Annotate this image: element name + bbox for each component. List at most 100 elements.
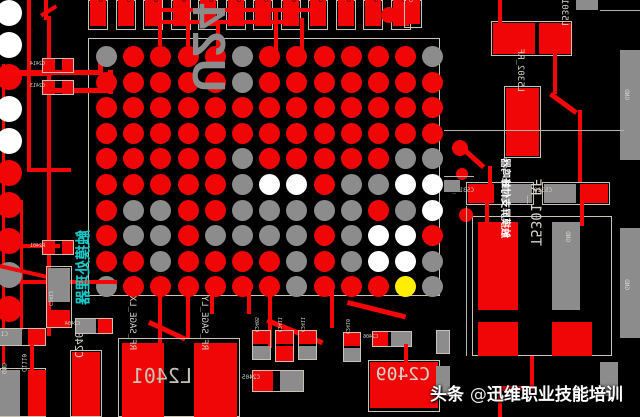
bga-pad-r9-c6[interactable] xyxy=(232,250,253,272)
bga-pad-r8-c9[interactable] xyxy=(313,225,335,247)
bga-pad-r10-c9[interactable] xyxy=(313,276,335,298)
bga-pad-r3-c2[interactable] xyxy=(123,97,145,119)
bga-pad-r6-c7[interactable] xyxy=(259,174,281,195)
right-comp-c5310-outline[interactable] xyxy=(542,182,610,205)
bga-pad-r1-c10[interactable] xyxy=(340,46,362,67)
bga-pad-r5-c1[interactable] xyxy=(96,148,117,170)
bga-pad-r4-c4[interactable] xyxy=(177,122,199,144)
left-comp-2-outline[interactable] xyxy=(42,80,74,95)
bottom-comp-c2410-outline[interactable] xyxy=(343,332,361,362)
bga-pad-r2-c6[interactable] xyxy=(232,71,253,93)
bga-pad-r10-c10[interactable] xyxy=(340,276,362,298)
bga-pad-r8-c7[interactable] xyxy=(259,225,281,247)
bga-pad-r3-c9[interactable] xyxy=(313,97,335,119)
bga-pad-r9-c7[interactable] xyxy=(259,250,281,272)
bga-pad-r5-c3[interactable] xyxy=(150,148,172,170)
bga-pad-r2-c4[interactable] xyxy=(177,71,199,93)
bga-pad-r6-c11[interactable] xyxy=(368,174,389,195)
bga-pad-r8-c6[interactable] xyxy=(232,225,253,247)
bga-pad-r1-c9[interactable] xyxy=(313,46,335,67)
bga-pad-r7-c6[interactable] xyxy=(232,199,253,221)
bga-pad-r9-c11[interactable] xyxy=(368,250,389,272)
bga-pad-r7-c5[interactable] xyxy=(204,199,226,221)
bga-pad-r10-c12[interactable] xyxy=(395,276,417,298)
bga-pad-r1-c13[interactable] xyxy=(422,46,444,67)
bga-pad-r3-c4[interactable] xyxy=(177,97,199,119)
pad-edge-1[interactable] xyxy=(0,0,22,26)
via-right-mid[interactable] xyxy=(452,140,468,156)
bga-pad-r1-c5[interactable] xyxy=(204,46,226,67)
bga-pad-r10-c11[interactable] xyxy=(368,276,389,298)
bga-pad-r7-c7[interactable] xyxy=(259,199,281,221)
pad-edge-7[interactable] xyxy=(0,192,22,218)
bga-pad-r8-c5[interactable] xyxy=(204,225,226,247)
bga-pad-r2-c3[interactable] xyxy=(150,71,172,93)
bga-pad-r9-c2[interactable] xyxy=(123,250,145,272)
bga-pad-r2-c2[interactable] xyxy=(123,71,145,93)
bga-pad-r3-c7[interactable] xyxy=(259,97,281,119)
bga-pad-r1-c1[interactable] xyxy=(96,46,117,67)
bga-pad-r8-c3[interactable] xyxy=(150,225,172,247)
bga-pad-r7-c13[interactable] xyxy=(422,199,444,221)
right-comp-t5301-outline[interactable] xyxy=(472,216,612,356)
bottom-comp-c2405-outline[interactable] xyxy=(275,330,294,362)
bga-pad-r3-c11[interactable] xyxy=(368,97,389,119)
bottom-comp-smd-a-outline[interactable] xyxy=(75,318,113,334)
right-comp-l5302-outline[interactable] xyxy=(504,86,541,158)
bga-pad-r7-c9[interactable] xyxy=(313,199,335,221)
bga-pad-r8-c2[interactable] xyxy=(123,225,145,247)
bga-pad-r3-c12[interactable] xyxy=(395,97,417,119)
bga-pad-r3-c6[interactable] xyxy=(232,97,253,119)
bga-pad-r6-c6[interactable] xyxy=(232,174,253,195)
bga-pad-r3-c1[interactable] xyxy=(96,97,117,119)
pad-edge-6[interactable] xyxy=(0,160,22,186)
bottom-comp-c2404b-outline[interactable] xyxy=(252,370,304,392)
bga-pad-r5-c5[interactable] xyxy=(204,148,226,170)
bga-pad-r9-c5[interactable] xyxy=(204,250,226,272)
pad-edge-2[interactable] xyxy=(0,32,22,58)
bga-pad-r9-c9[interactable] xyxy=(313,250,335,272)
bga-pad-r5-c2[interactable] xyxy=(123,148,145,170)
bga-pad-r9-c1[interactable] xyxy=(96,250,117,272)
left-comp-1-outline[interactable] xyxy=(42,58,74,73)
bga-pad-r4-c5[interactable] xyxy=(204,122,226,144)
bga-pad-r3-c8[interactable] xyxy=(286,97,308,119)
bga-pad-r4-c7[interactable] xyxy=(259,122,281,144)
bga-pad-r8-c1[interactable] xyxy=(96,225,117,247)
bga-pad-r10-c3[interactable] xyxy=(150,276,172,298)
bga-pad-r4-c6[interactable] xyxy=(232,122,253,144)
right-comp-l5301-outline[interactable] xyxy=(491,21,572,56)
bga-pad-r7-c11[interactable] xyxy=(368,199,389,221)
bga-pad-r6-c5[interactable] xyxy=(204,174,226,195)
bga-pad-r7-c4[interactable] xyxy=(177,199,199,221)
bga-pad-r6-c13[interactable] xyxy=(422,174,444,195)
bga-pad-r1-c11[interactable] xyxy=(368,46,389,67)
bga-pad-r9-c13[interactable] xyxy=(422,250,444,272)
left-comp-4-outline[interactable] xyxy=(46,266,72,328)
bga-pad-r8-c12[interactable] xyxy=(395,225,417,247)
pad-edge-3[interactable] xyxy=(0,64,22,90)
bga-pad-r8-c8[interactable] xyxy=(286,225,308,247)
bga-pad-r5-c8[interactable] xyxy=(286,148,308,170)
bga-pad-r4-c13[interactable] xyxy=(422,122,444,144)
bga-pad-r1-c4[interactable] xyxy=(177,46,199,67)
bga-pad-r6-c3[interactable] xyxy=(150,174,172,195)
bga-pad-r5-c13[interactable] xyxy=(422,148,444,170)
bga-pad-r3-c13[interactable] xyxy=(422,97,444,119)
bga-pad-r7-c10[interactable] xyxy=(340,199,362,221)
bga-pad-r8-c10[interactable] xyxy=(340,225,362,247)
bga-pad-r6-c4[interactable] xyxy=(177,174,199,195)
bga-pad-r2-c10[interactable] xyxy=(340,71,362,93)
bga-pad-r10-c4[interactable] xyxy=(177,276,199,298)
bga-pad-r8-c4[interactable] xyxy=(177,225,199,247)
bga-pad-r9-c4[interactable] xyxy=(177,250,199,272)
bga-pad-r9-c8[interactable] xyxy=(286,250,308,272)
bga-pad-r6-c9[interactable] xyxy=(313,174,335,195)
bga-pad-r6-c12[interactable] xyxy=(395,174,417,195)
bga-pad-r2-c11[interactable] xyxy=(368,71,389,93)
pad-edge-10[interactable] xyxy=(0,296,22,322)
bga-pad-r7-c3[interactable] xyxy=(150,199,172,221)
bga-pad-r3-c5[interactable] xyxy=(204,97,226,119)
bga-pad-r6-c10[interactable] xyxy=(340,174,362,195)
